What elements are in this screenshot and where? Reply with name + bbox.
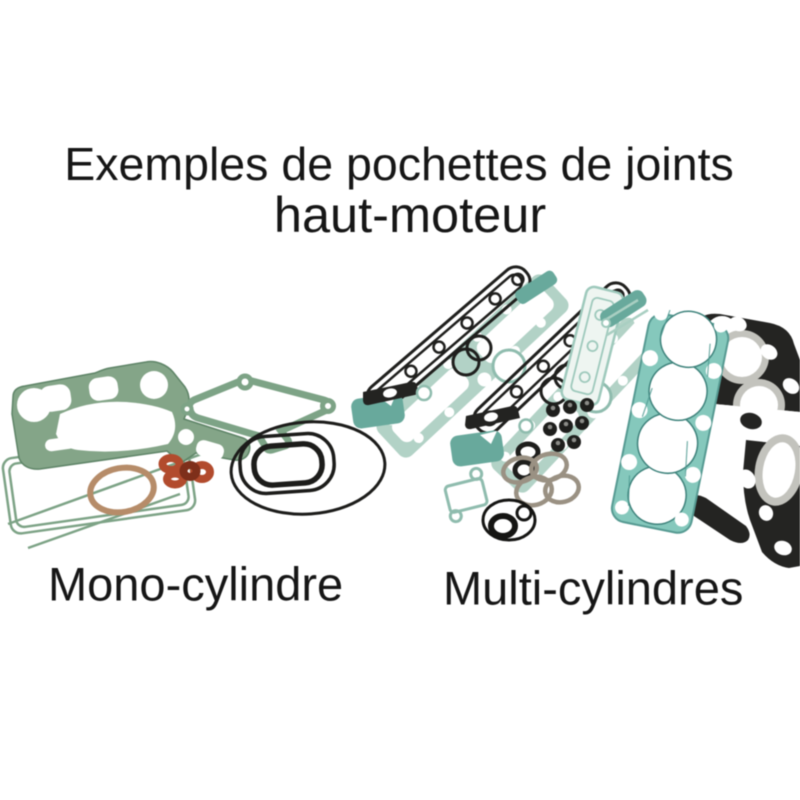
svg-text:Mono-cylindre: Mono-cylindre [48, 558, 343, 611]
svg-text:Multi-cylindres: Multi-cylindres [443, 562, 743, 615]
svg-text:haut-moteur: haut-moteur [274, 186, 546, 243]
svg-text:Exemples de pochettes de joint: Exemples de pochettes de joints [64, 138, 733, 190]
